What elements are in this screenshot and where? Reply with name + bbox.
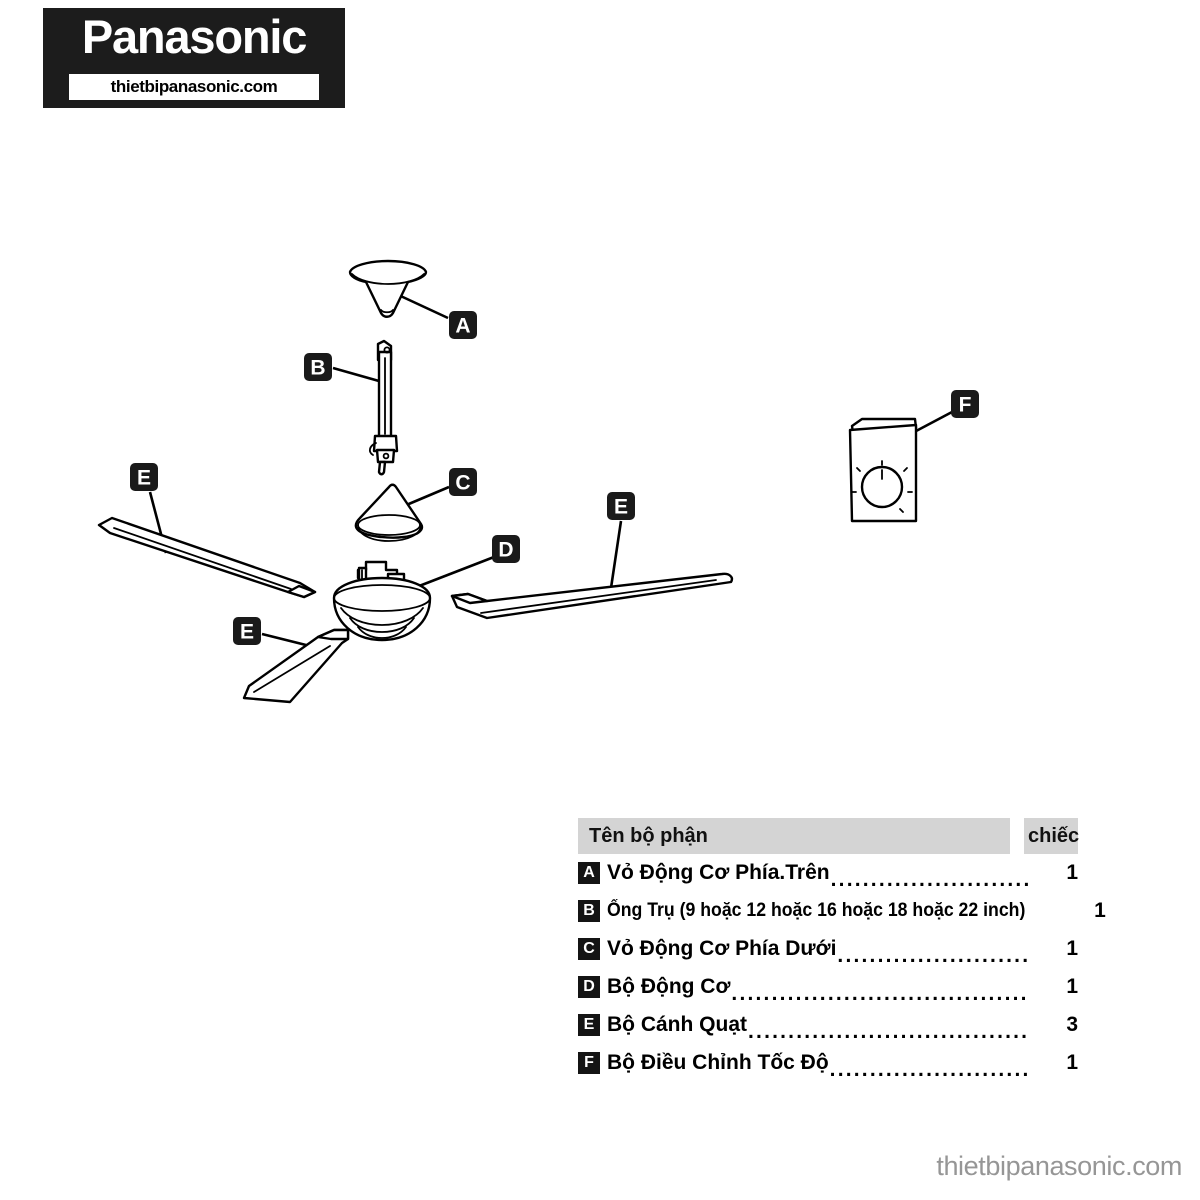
header-label-qty: chiếc bbox=[1028, 824, 1080, 847]
parts-table: Tên bộ phận chiếc A Vỏ Động Cơ Phía.Trên… bbox=[578, 818, 1106, 1082]
row-badge: D bbox=[578, 976, 600, 998]
row-part-name: Vỏ Động Cơ Phía Dưới bbox=[607, 937, 837, 960]
leader-e-right bbox=[609, 520, 623, 589]
site-url-text: thietbipanasonic.com bbox=[110, 77, 278, 96]
callout-badge-a: A bbox=[449, 311, 477, 339]
row-quantity: 1 bbox=[1094, 899, 1106, 922]
table-row: C Vỏ Động Cơ Phía Dưới .................… bbox=[578, 930, 1078, 968]
header-label-name: Tên bộ phận bbox=[589, 824, 708, 847]
site-url-bar: thietbipanasonic.com bbox=[69, 74, 319, 100]
row-quantity: 1 bbox=[1066, 975, 1078, 998]
svg-text:E: E bbox=[240, 621, 254, 644]
callout-badge-e-left: E bbox=[130, 463, 158, 491]
row-part-name: Bộ Động Cơ bbox=[607, 975, 731, 998]
row-part-name: Bộ Cánh Quạt bbox=[607, 1013, 747, 1036]
callout-badge-d: D bbox=[492, 535, 520, 563]
row-quantity: 1 bbox=[1066, 1051, 1078, 1074]
part-motor-assembly bbox=[332, 560, 432, 642]
part-fan-blade-right bbox=[450, 572, 734, 620]
row-quantity: 1 bbox=[1066, 937, 1078, 960]
part-speed-controller bbox=[848, 417, 918, 523]
row-badge: E bbox=[578, 1014, 600, 1036]
row-badge: B bbox=[578, 900, 600, 922]
svg-text:D: D bbox=[498, 539, 513, 562]
panasonic-wordmark: Panasonic bbox=[81, 10, 307, 63]
row-dot-leader: ........................................… bbox=[837, 950, 1030, 967]
header-cell-name: Tên bộ phận bbox=[578, 818, 1010, 854]
row-badge: A bbox=[578, 862, 600, 884]
part-upper-motor-cover bbox=[348, 259, 428, 318]
table-row: A Vỏ Động Cơ Phía.Trên .................… bbox=[578, 854, 1078, 892]
row-part-name: Vỏ Động Cơ Phía.Trên bbox=[607, 861, 830, 884]
part-lower-motor-cover bbox=[354, 483, 424, 542]
svg-text:B: B bbox=[310, 357, 325, 380]
svg-text:C: C bbox=[455, 472, 470, 495]
row-badge: C bbox=[578, 938, 600, 960]
row-dot-leader: ........................................… bbox=[830, 874, 1030, 891]
callout-badge-f: F bbox=[951, 390, 979, 418]
header-cell-qty: chiếc bbox=[1024, 818, 1080, 854]
leader-b bbox=[332, 366, 387, 385]
svg-text:E: E bbox=[137, 467, 151, 490]
svg-text:E: E bbox=[614, 496, 628, 519]
callout-badge-e-bottom: E bbox=[233, 617, 261, 645]
panasonic-logo: Panasonic thietbipanasonic.com bbox=[43, 8, 345, 108]
row-badge: F bbox=[578, 1052, 600, 1074]
svg-text:F: F bbox=[959, 394, 972, 417]
svg-text:A: A bbox=[455, 315, 470, 338]
callout-badge-e-right: E bbox=[607, 492, 635, 520]
row-dot-leader: ........................................… bbox=[731, 988, 1030, 1005]
callout-badge-c: C bbox=[449, 468, 477, 496]
row-dot-leader: ........................................… bbox=[748, 1026, 1030, 1043]
callout-badges: A B C D E E E F bbox=[130, 311, 979, 645]
row-quantity: 3 bbox=[1066, 1013, 1078, 1036]
table-row: D Bộ Động Cơ ...........................… bbox=[578, 968, 1078, 1006]
table-row: E Bộ Cánh Quạt .........................… bbox=[578, 1006, 1078, 1044]
parts-table-header: Tên bộ phận chiếc bbox=[578, 818, 1080, 854]
leader-c bbox=[403, 485, 450, 508]
part-downrod bbox=[369, 339, 399, 476]
table-row: B Ống Trụ (9 hoặc 12 hoặc 16 hoặc 18 hoặ… bbox=[578, 892, 1106, 930]
row-part-name: Ống Trụ (9 hoặc 12 hoặc 16 hoặc 18 hoặc … bbox=[607, 900, 1026, 921]
row-part-name: Bộ Điều Chỉnh Tốc Độ bbox=[607, 1051, 829, 1074]
row-quantity: 1 bbox=[1066, 861, 1078, 884]
table-row: F Bộ Điều Chỉnh Tốc Độ .................… bbox=[578, 1044, 1078, 1082]
part-fan-blade-left bbox=[97, 516, 317, 599]
footer-watermark: thietbipanasonic.com bbox=[936, 1151, 1182, 1181]
part-fan-blade-bottom bbox=[242, 628, 350, 704]
callout-badge-b: B bbox=[304, 353, 332, 381]
row-dot-leader: ........................................… bbox=[829, 1064, 1030, 1081]
leader-d bbox=[413, 555, 495, 590]
